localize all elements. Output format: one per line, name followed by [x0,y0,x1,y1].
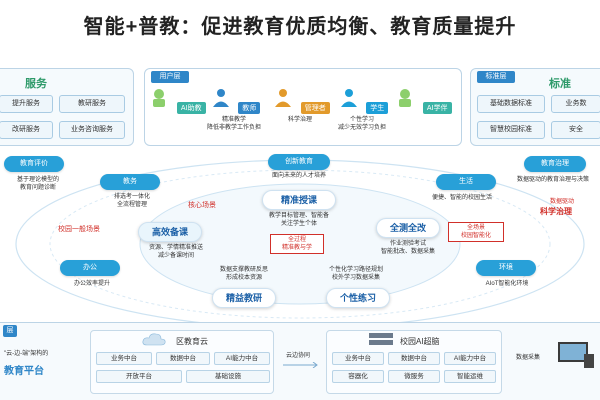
campus-chip: 智能运维 [444,370,496,383]
standard-item: 业务数 [551,95,600,113]
region-cloud-chip: 数据中台 [156,352,210,365]
full-process-badge: 全过程 精准教与学 [270,234,324,254]
service-panel: 服务 提升服务 教研服务 改研服务 业务咨询服务 [0,68,134,146]
node-education-desc: 排选考一体化 全流程管理 [113,194,150,208]
data-collection-label: 数据采集 [516,355,541,361]
node-environment: 环境 [476,260,536,276]
user-ai-companion: AI学伴 [392,88,452,115]
user-student: 学生 个性学习 减少无效学习负担 [332,88,392,132]
cloud-edge-sync: 云边协同 [286,353,311,359]
platform-caption-title: 教育平台 [4,366,44,377]
campus-chip: 数据中台 [388,352,440,365]
region-cloud-chip: AI能力中台 [214,352,270,365]
node-governance-desc: 数据驱动的教育治理与决策 [516,177,589,183]
page-title: 智能+普教：促进教育优质均衡、教育质量提升 [83,16,517,38]
node-governance: 教育治理 [524,156,586,172]
node-evaluation: 教育评价 [4,156,64,172]
service-item: 改研服务 [0,121,53,139]
campus-chip: 容器化 [332,370,384,383]
node-full-test-desc: 作业测验考试 智能批改、数据采集 [380,241,435,255]
teacher-icon [212,89,229,107]
campus-chip: 业务中台 [332,352,384,365]
node-precise-teaching: 精准授课 [262,190,336,210]
service-panel-title: 服务 [25,78,47,90]
node-personal-practice: 个性练习 [326,288,390,308]
node-life: 生活 [436,174,496,190]
service-item: 提升服务 [0,95,53,113]
user-layer-tag: 用户层 [151,71,189,83]
full-scene-badge: 全场景 校园智能化 [448,222,504,242]
user-manager: 管理者 科学治理 [270,88,330,124]
user-desc: 个性学习 减少无效学习负担 [337,117,386,131]
campus-ai-title: 校园AI超脑 [400,337,440,346]
node-innovation-desc: 面向未来的人才培养 [271,173,326,179]
node-life-desc: 便捷、智能的校园生活 [431,195,492,201]
node-environment-desc: AIoT智能化环境 [485,281,529,287]
robot-icon [399,89,412,107]
standard-item: 安全 [551,121,600,139]
standard-panel: 标准层 标准 基础数据标准 业务数 智慧校园标准 安全 [470,68,600,146]
server-icon [369,333,393,345]
node-efficient-prep-desc: 资源、学情精准推送 减少备课时间 [148,245,203,259]
science-governance-label: 科学治理 [540,207,572,216]
user-desc: 精准教学 降低非教学工作负担 [206,117,261,131]
node-education: 教务 [100,174,160,190]
campus-chip: 微服务 [388,370,440,383]
node-precise-research: 精益教研 [212,288,276,308]
node-efficient-prep: 高效备课 [138,222,202,242]
user-teacher: 教师 精准教学 降低非教学工作负担 [204,88,264,132]
user-label: 学生 [366,102,389,114]
user-label: 管理者 [300,102,330,114]
region-cloud-chip: 业务中台 [96,352,152,365]
student-icon [340,89,357,107]
sync-arrow-icon [283,362,318,368]
platform-caption: "云-边-端"架构的 [4,351,49,357]
robot-icon [153,89,166,107]
core-scene-label: 核心场景 [188,202,216,209]
node-research-desc: 数据支撑教研反思 形成校本资源 [219,267,268,281]
node-office-desc: 办公效率提升 [73,281,110,287]
standard-layer-tag: 标准层 [477,71,515,83]
devices-icon [558,342,594,368]
outer-ring-dashed [49,169,551,319]
node-practice-desc: 个性化学习路径规划 校外学习数据采集 [328,267,383,281]
user-label: 教师 [238,102,261,114]
standard-item: 基础数据标准 [477,95,545,113]
node-office: 办公 [60,260,120,276]
platform-layer-tag: 层 [3,325,17,337]
standard-panel-title: 标准 [549,78,571,90]
data-driven-label: 数据驱动 [550,199,575,205]
region-cloud-title: 区教育云 [176,337,208,346]
service-item: 教研服务 [59,95,125,113]
region-cloud-chip: 基础设施 [186,370,270,383]
standard-item: 智慧校园标准 [477,121,545,139]
user-label: AI学伴 [422,102,452,114]
user-desc: 科学治理 [287,117,312,123]
manager-icon [275,89,292,107]
node-innovation: 创新教育 [268,154,330,170]
node-full-test: 全测全改 [376,218,440,238]
school-general-label: 校园一般场景 [58,226,100,233]
node-precise-teaching-desc: 教学目标管理、智能备 关注学生个体 [268,213,329,227]
campus-chip: AI能力中台 [444,352,496,365]
region-cloud-chip: 开放平台 [96,370,182,383]
user-ai-assistant: AI助教 [146,88,206,115]
service-item: 业务咨询服务 [59,121,125,139]
cloud-icon [142,333,166,346]
node-evaluation-desc: 基于理论模型的 教育问题诊断 [16,177,59,191]
user-label: AI助教 [176,102,206,114]
